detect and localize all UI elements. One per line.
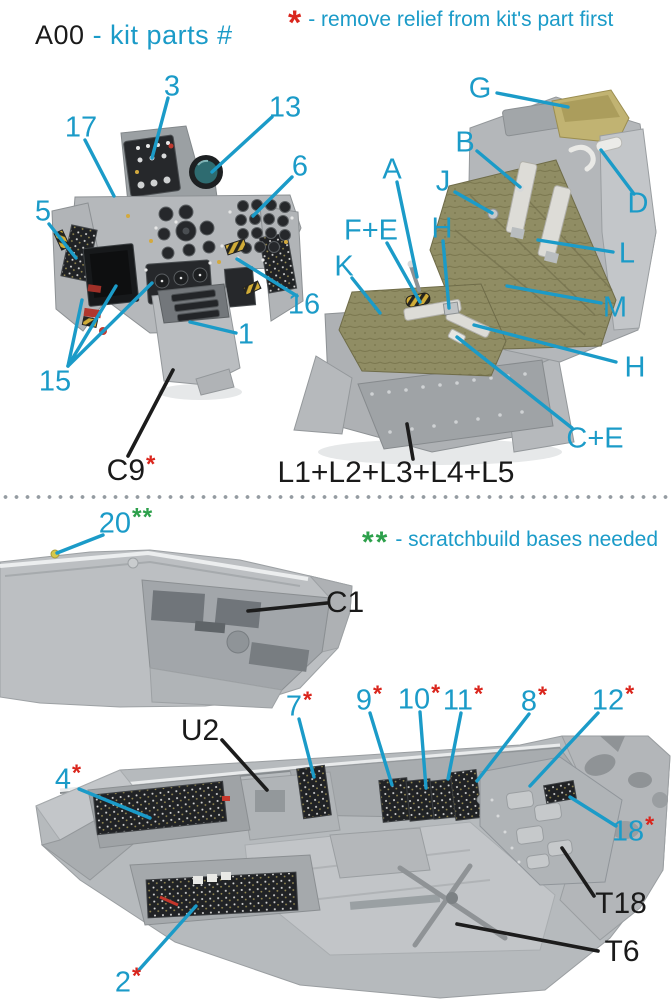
callout-5: 5 [34,195,52,228]
sheet-title: A00 - kit parts # [35,22,233,49]
callout-15: 15 [38,365,72,398]
red-asterisk-icon: * [303,686,313,713]
section-divider [0,494,672,500]
callout-12: 12* [591,680,635,717]
fuselage-half-illustration [0,549,353,709]
callout-f-e: F+E [344,214,398,247]
callout-b: B [455,126,475,159]
red-asterisk-icon: * [625,680,635,707]
red-asterisk-icon: * [645,811,655,838]
callout-2: 2* [114,962,142,999]
callout-9: 9* [355,680,383,717]
legend-remove-relief: * - remove relief from kit's part first [288,2,614,40]
callout-20: 20** [98,504,154,540]
red-asterisk-icon: * [538,681,548,708]
green-asterisks-icon: ** [362,526,390,559]
instrument-panel-illustration [51,125,304,400]
callout-16: 16 [287,288,321,321]
callout-m: M [602,291,628,324]
red-asterisk-icon: * [288,4,303,42]
leader-lines-cyan [47,91,636,973]
callout-1: 1 [237,318,255,351]
callout-13: 13 [268,91,302,124]
red-asterisk-icon: * [146,450,156,478]
callout-l: L [618,237,636,270]
callout-6: 6 [291,150,309,183]
leader-lines-black [126,368,600,953]
callout-j: J [435,165,451,198]
red-asterisk-icon: * [72,759,82,786]
callout-18: 18* [611,811,655,848]
callout-10: 10* [397,679,441,716]
callout-7: 7* [285,686,313,723]
red-asterisk-icon: * [431,679,441,706]
callout-4: 4* [54,759,82,796]
legend-remove-relief-text: - remove relief from kit's part first [308,7,614,31]
kit-code: A00 [35,20,85,50]
callout-h-upper: H [431,212,453,245]
part-label-c9: C9* [106,450,156,487]
callout-8: 8* [520,681,548,718]
red-asterisk-icon: * [132,962,142,989]
callout-c-e: C+E [566,422,624,455]
part-label-c1: C1 [325,586,365,619]
green-asterisks-icon: ** [132,504,154,532]
part-label-t18: T18 [595,887,647,920]
callout-g: G [468,72,492,105]
callout-3: 3 [163,70,181,103]
part-label-u2: U2 [180,714,220,747]
kit-code-suffix: - kit parts # [92,20,233,50]
red-asterisk-icon: * [474,680,484,707]
callout-a: A [382,153,402,186]
callout-11: 11* [442,680,484,717]
callout-h-lower: H [624,351,646,384]
legend-scratchbuild: ** - scratchbuild bases needed [362,524,659,558]
part-label-l1-l5: L1+L2+L3+L4+L5 [277,456,515,489]
legend-scratchbuild-text: - scratchbuild bases needed [395,527,659,551]
part-label-t6: T6 [604,935,640,968]
callout-17: 17 [64,111,98,144]
cockpit-tub-illustration [35,735,671,999]
callout-d: D [627,187,649,220]
callout-k: K [334,250,354,283]
red-asterisk-icon: * [373,680,383,707]
